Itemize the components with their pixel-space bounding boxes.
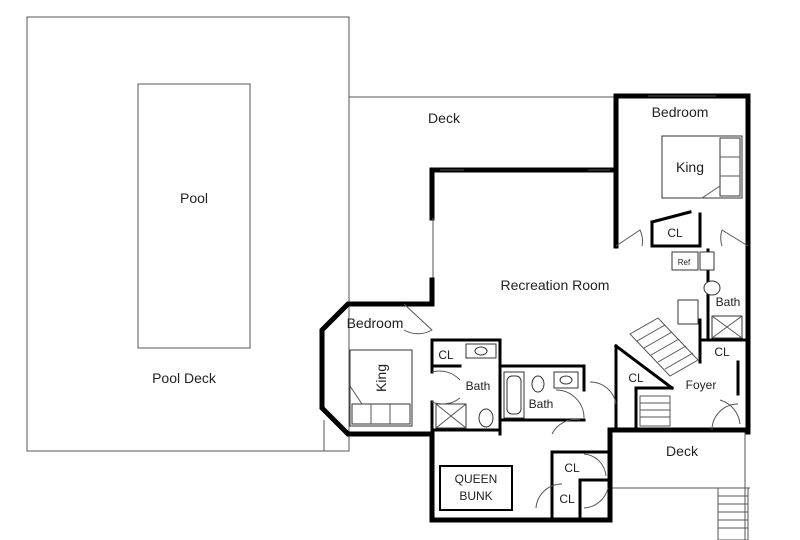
label-queen-bunk-1: QUEEN — [455, 472, 498, 486]
label-closet-bunk-2: CL — [559, 492, 575, 506]
exterior-stairs — [717, 487, 749, 540]
label-ref: Ref — [678, 258, 691, 267]
label-recreation-room: Recreation Room — [501, 277, 610, 293]
king-bed-left — [349, 349, 413, 427]
label-closet-foyer: CL — [714, 345, 730, 359]
king-bed-top — [661, 135, 743, 199]
label-pool: Pool — [180, 190, 208, 206]
pool-outline — [137, 83, 251, 349]
label-bath-mid: Bath — [529, 397, 554, 411]
label-closet-top: CL — [667, 226, 683, 240]
label-king-top: King — [676, 159, 704, 175]
label-king-left: King — [373, 364, 389, 392]
label-foyer: Foyer — [686, 378, 717, 392]
label-bedroom-left: Bedroom — [347, 315, 404, 331]
label-bedroom-top: Bedroom — [652, 104, 709, 120]
label-bath-right: Bath — [716, 295, 741, 309]
label-bath-left: Bath — [466, 379, 491, 393]
recreation-room-walls — [319, 167, 751, 523]
queen-bunk-box — [439, 465, 513, 511]
interior-stairs — [629, 317, 699, 427]
label-pool-deck: Pool Deck — [152, 370, 217, 386]
label-closet-bunk-1: CL — [564, 461, 580, 475]
label-deck-top: Deck — [428, 110, 461, 126]
bath-fixtures — [435, 251, 743, 429]
door-swings — [403, 229, 749, 509]
label-deck-bottom: Deck — [666, 443, 699, 459]
pool-deck-outline — [26, 16, 350, 452]
label-closet-stair: CL — [628, 371, 644, 385]
label-queen-bunk-2: BUNK — [459, 489, 492, 503]
label-closet-left: CL — [438, 348, 454, 362]
